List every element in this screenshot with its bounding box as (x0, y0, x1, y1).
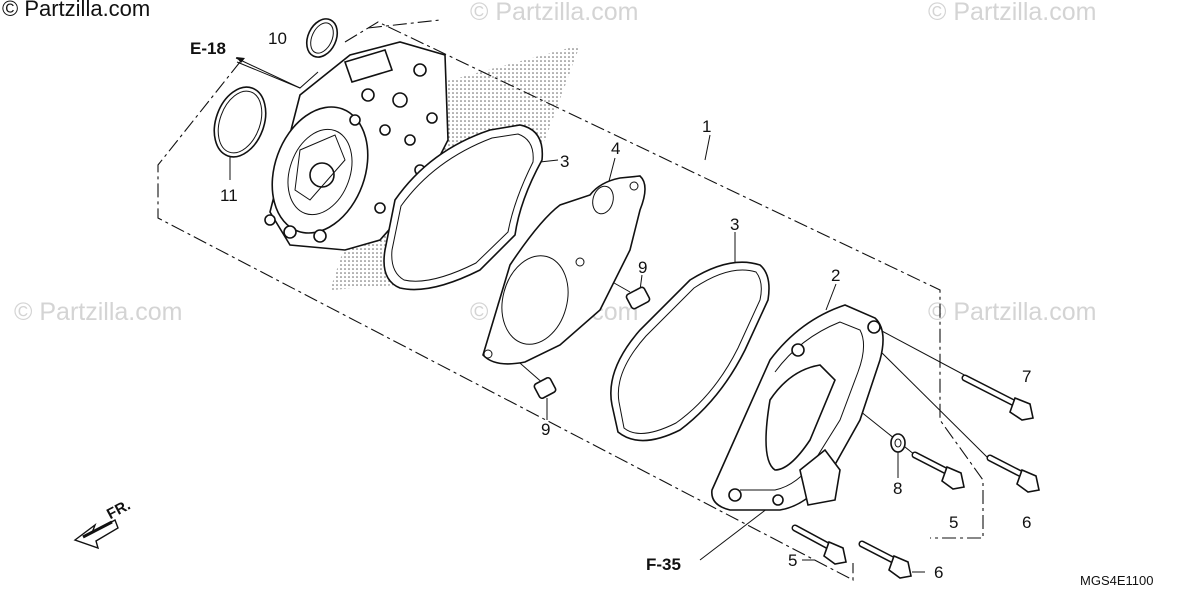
callout-8: 8 (893, 479, 903, 498)
callout-4: 4 (611, 139, 621, 158)
callout-2: 2 (831, 266, 841, 285)
reference-e18: E-18 (190, 39, 226, 58)
callout-9-lower: 9 (541, 420, 551, 439)
watermark: © Partzilla.com (928, 298, 1097, 326)
assembly-boundary-lines (157, 19, 984, 581)
o-ring-large (213, 86, 267, 158)
sealing-washer (890, 433, 906, 453)
bolt-6-upper (986, 454, 1040, 493)
reference-f35: F-35 (646, 555, 681, 574)
bolt-5-upper (911, 451, 965, 490)
dowel-pin-lower (533, 376, 557, 400)
callout-6-right: 6 (1022, 513, 1032, 532)
callout-5-right: 5 (949, 513, 959, 532)
callout-9-upper: 9 (638, 258, 648, 277)
callout-10: 10 (268, 29, 287, 48)
gasket-upper (383, 124, 544, 291)
gasket-lower (610, 261, 770, 442)
pump-cover (711, 304, 884, 511)
callout-5-bottom: 5 (788, 551, 798, 570)
watermark: © Partzilla.com (470, 0, 639, 26)
watermark: © Partzilla.com (928, 0, 1097, 26)
callout-3-lower: 3 (730, 215, 740, 234)
o-ring-small (305, 18, 339, 58)
watermark-top-left: © Partzilla.com (2, 0, 151, 21)
callout-11: 11 (220, 186, 238, 205)
separator-plate (482, 175, 646, 365)
callout-7: 7 (1022, 367, 1032, 386)
e18-arrow-icon (236, 57, 245, 63)
front-direction-arrow-icon (73, 518, 119, 550)
bolt-5-lower (791, 524, 847, 565)
callout-6-bottom: 6 (934, 563, 944, 582)
bolt-7 (961, 374, 1034, 421)
callout-1: 1 (702, 117, 712, 136)
callout-3-upper: 3 (560, 152, 570, 171)
bolt-6-lower (858, 540, 912, 579)
watermark: © Partzilla.com (14, 298, 183, 326)
dowel-pin-upper (625, 286, 651, 310)
diagram-code: MGS4E1100 (1080, 573, 1154, 588)
